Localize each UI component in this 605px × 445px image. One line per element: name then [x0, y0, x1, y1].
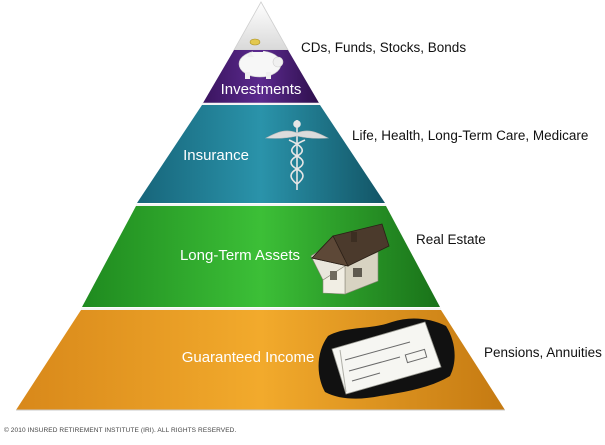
pyramid-apex	[233, 1, 289, 51]
tier-investments: Investments	[202, 38, 320, 106]
piggy-bank-icon	[238, 38, 284, 79]
house-icon	[310, 223, 390, 295]
tier-insurance-description: Life, Health, Long-Term Care, Medicare	[352, 128, 589, 143]
check-icon	[318, 318, 455, 399]
caduceus-icon	[264, 120, 330, 190]
tier-long-term-assets-label: Long-Term Assets	[180, 247, 300, 264]
tier-insurance-band	[137, 105, 385, 203]
copyright-notice: © 2010 INSURED RETIREMENT INSTITUTE (IRI…	[4, 427, 237, 434]
tier-investments-description: CDs, Funds, Stocks, Bonds	[301, 40, 467, 55]
tier-guaranteed-income: Guaranteed Income	[16, 310, 505, 411]
tier-long-term-assets-description: Real Estate	[416, 232, 486, 247]
tier-guaranteed-income-label: Guaranteed Income	[182, 349, 315, 366]
tier-insurance: Insurance	[136, 105, 386, 207]
tier-investments-label: Investments	[221, 81, 302, 98]
tier-insurance-label: Insurance	[183, 147, 249, 164]
tier-long-term-assets: Long-Term Assets	[81, 206, 441, 311]
tier-guaranteed-income-description: Pensions, Annuities	[484, 345, 602, 360]
